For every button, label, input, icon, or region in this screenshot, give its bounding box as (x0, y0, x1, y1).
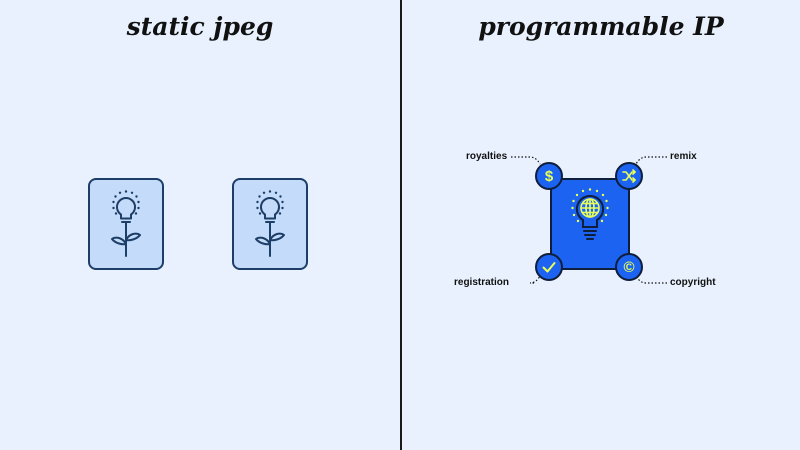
right-panel-title: programmable IP (478, 12, 724, 41)
registration-node (535, 253, 563, 281)
programmable-ip-tile (550, 178, 630, 270)
lightbulb-flower-icon (255, 190, 285, 257)
royalties-node: $ (535, 162, 563, 190)
panel-divider (400, 0, 402, 450)
static-image-card (232, 178, 308, 270)
programmable-ip-diagram: $ © royalties remix registration copyrig… (402, 0, 800, 450)
remix-node (615, 162, 643, 190)
remix-label: remix (670, 151, 697, 162)
left-panel: static jpeg (88, 12, 308, 270)
registration-label: registration (454, 277, 510, 288)
dollar-icon: $ (544, 167, 554, 185)
copyright-icon: © (623, 258, 635, 276)
copyright-node: © (615, 253, 643, 281)
copyright-label: copyright (670, 277, 716, 288)
lightbulb-globe-icon (571, 188, 609, 240)
checkmark-icon (542, 262, 556, 273)
shuffle-icon (622, 169, 636, 183)
royalties-label: royalties (466, 151, 508, 162)
lightbulb-flower-icon (111, 190, 141, 257)
right-panel: programmable IP (402, 0, 800, 450)
static-image-card (88, 178, 164, 270)
left-panel-title: static jpeg (126, 12, 274, 41)
